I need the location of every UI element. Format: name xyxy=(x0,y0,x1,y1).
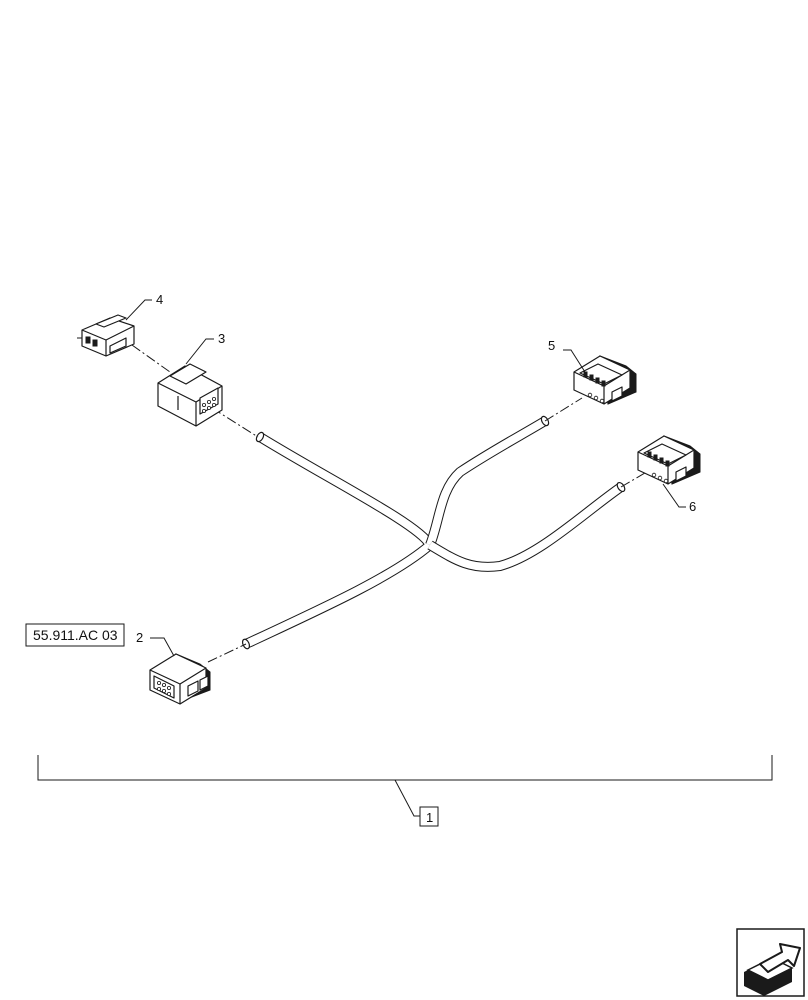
assembly-centerlines xyxy=(131,344,651,663)
callout-5: 5 xyxy=(548,338,555,353)
connector-3 xyxy=(157,363,223,427)
callout-3: 3 xyxy=(218,331,225,346)
assembly-bracket xyxy=(37,755,773,817)
callout-1: 1 xyxy=(426,810,433,825)
navigation-arrow-icon[interactable] xyxy=(736,928,805,997)
connector-4 xyxy=(77,314,135,357)
connector-2 xyxy=(149,653,211,705)
connector-6 xyxy=(637,435,701,485)
callout-2: 2 xyxy=(136,630,143,645)
callout-6: 6 xyxy=(689,499,696,514)
wire-end-cap xyxy=(255,431,265,443)
connector-5 xyxy=(573,355,637,405)
callout-4: 4 xyxy=(156,292,163,307)
reference-link[interactable]: 55.911.AC 03 xyxy=(25,623,125,647)
reference-box[interactable] xyxy=(25,623,125,647)
callout-leaders xyxy=(125,299,686,657)
reference-label[interactable]: 55.911.AC 03 xyxy=(33,627,118,643)
wire-harness xyxy=(241,415,626,650)
callout-1-box xyxy=(419,806,439,827)
